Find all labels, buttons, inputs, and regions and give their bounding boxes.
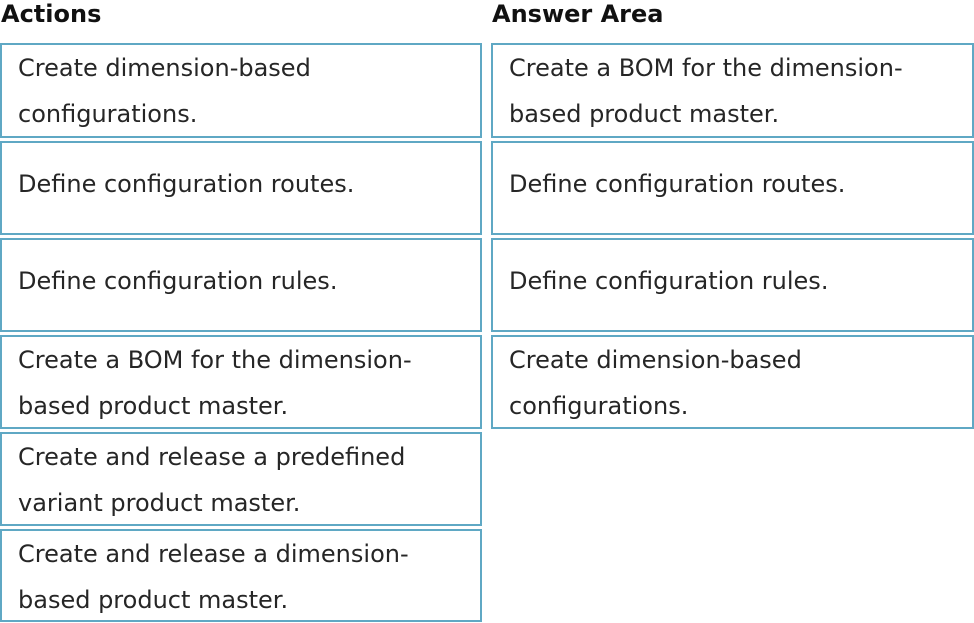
action-item-label: Define configuration rules. [18, 267, 338, 295]
answer-item-create-bom[interactable]: Create a BOM for the dimension- based pr… [491, 43, 974, 138]
action-item-create-bom[interactable]: Create a BOM for the dimension- based pr… [0, 335, 482, 429]
answer-item-label: Create dimension-based configurations. [509, 346, 802, 420]
answer-item-create-dimension-based-configurations[interactable]: Create dimension-based configurations. [491, 335, 974, 429]
answer-item-define-configuration-routes[interactable]: Define configuration routes. [491, 141, 974, 235]
action-item-define-configuration-rules[interactable]: Define configuration rules. [0, 238, 482, 332]
action-item-define-configuration-routes[interactable]: Define configuration routes. [0, 141, 482, 235]
actions-heading: Actions [1, 0, 102, 28]
action-item-create-dimension-based-configurations[interactable]: Create dimension-based configurations. [0, 43, 482, 138]
answer-area-heading: Answer Area [492, 0, 664, 28]
action-item-label: Create dimension-based configurations. [18, 54, 311, 128]
action-item-label: Create and release a predefined variant … [18, 443, 406, 517]
answer-item-label: Define configuration rules. [509, 267, 829, 295]
answer-item-label: Create a BOM for the dimension- based pr… [509, 54, 903, 128]
action-item-label: Define configuration routes. [18, 170, 355, 198]
action-item-label: Create a BOM for the dimension- based pr… [18, 346, 412, 420]
answer-item-label: Define configuration routes. [509, 170, 846, 198]
action-item-create-release-dimension-based-master[interactable]: Create and release a dimension- based pr… [0, 529, 482, 622]
action-item-create-release-predefined-variant[interactable]: Create and release a predefined variant … [0, 432, 482, 526]
action-item-label: Create and release a dimension- based pr… [18, 540, 409, 614]
answer-item-define-configuration-rules[interactable]: Define configuration rules. [491, 238, 974, 332]
